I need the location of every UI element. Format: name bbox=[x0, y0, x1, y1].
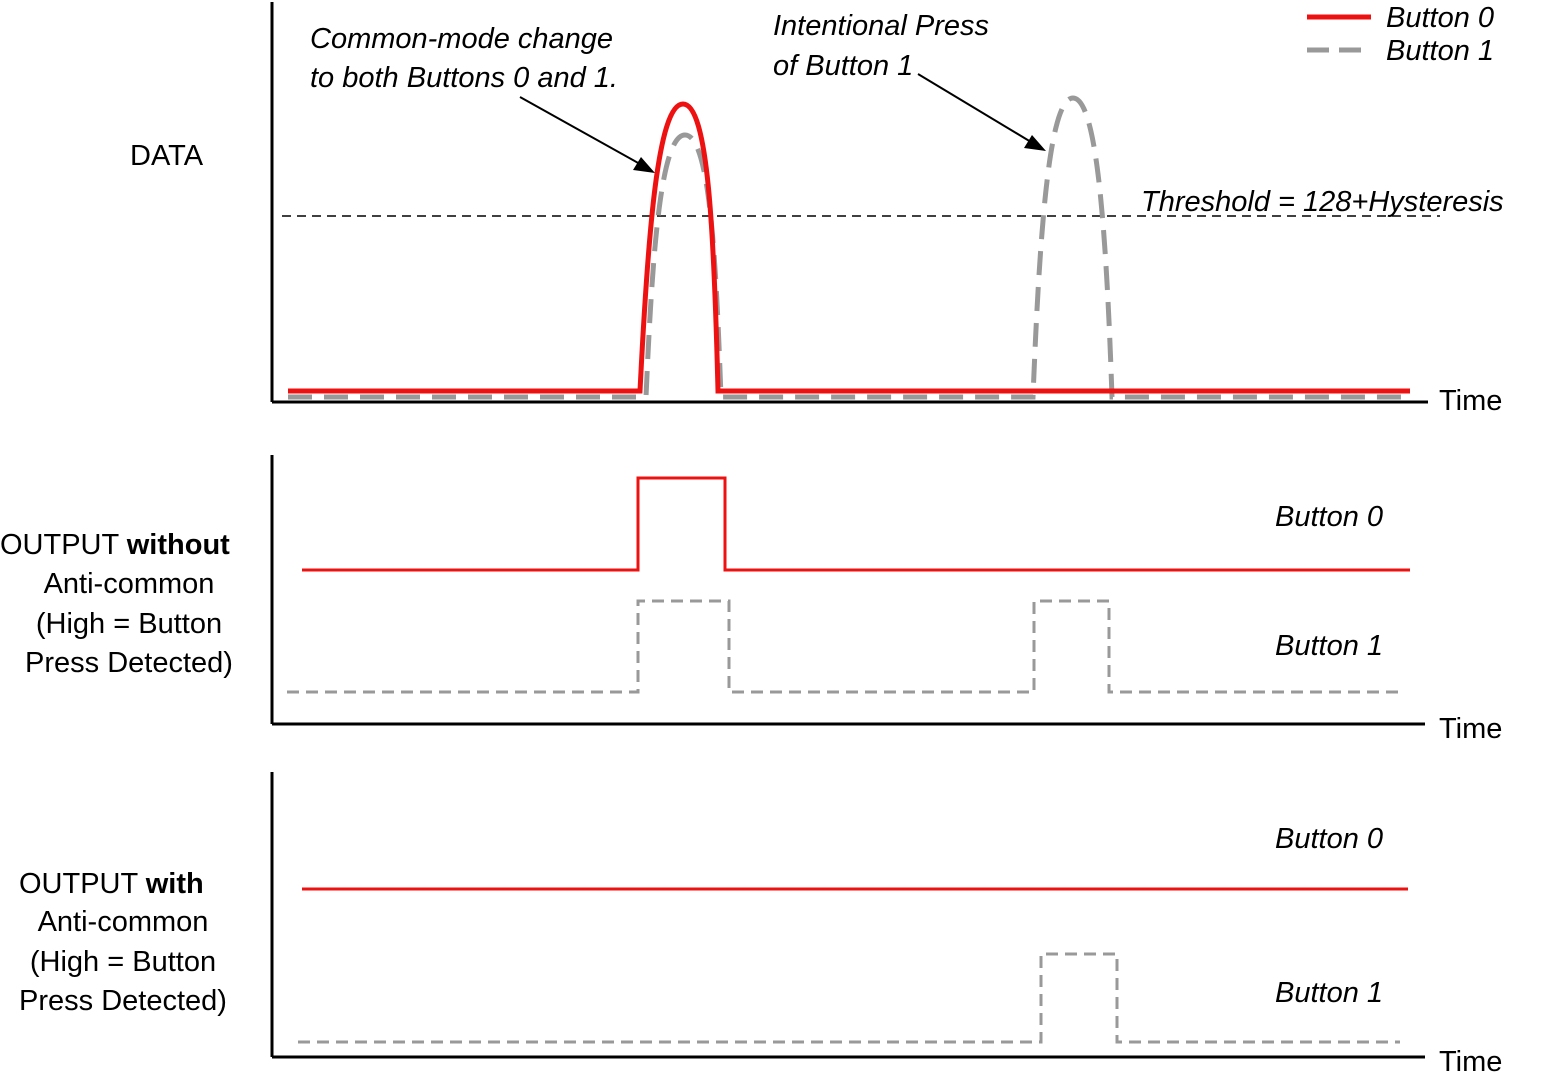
common-mode-arrowhead bbox=[633, 157, 655, 173]
output-with-panel: OUTPUT with Anti-common (High = Button P… bbox=[19, 772, 1502, 1073]
without-label-line-3: (High = Button bbox=[36, 608, 222, 640]
legend-button0-label: Button 0 bbox=[1386, 2, 1494, 34]
without-button1-trace bbox=[287, 599, 1398, 694]
with-button1-trace bbox=[298, 952, 1400, 1044]
with-label-line-1: OUTPUT with bbox=[19, 868, 204, 900]
intentional-press-annotation-line-2: of Button 1 bbox=[773, 50, 913, 82]
data-panel: DATA Common-mode change to both Buttons … bbox=[130, 2, 1504, 417]
without-button1-label: Button 1 bbox=[1275, 630, 1383, 662]
with-button0-label: Button 0 bbox=[1275, 823, 1383, 855]
with-label-prefix: OUTPUT bbox=[19, 868, 146, 900]
without-label-prefix: OUTPUT bbox=[0, 529, 127, 561]
common-mode-annotation-line-1: Common-mode change bbox=[310, 23, 613, 55]
legend: Button 0 Button 1 bbox=[1307, 2, 1494, 67]
intentional-arrow-line bbox=[917, 73, 1032, 143]
with-label-line-2: Anti-common bbox=[38, 906, 209, 938]
with-label-line-4: Press Detected) bbox=[19, 985, 227, 1017]
data-x-axis-label: Time bbox=[1439, 385, 1502, 417]
without-x-axis-label: Time bbox=[1439, 713, 1502, 745]
output-without-panel: OUTPUT without Anti-common (High = Butto… bbox=[0, 455, 1502, 745]
intentional-arrowhead bbox=[1024, 135, 1046, 151]
with-label-line-3: (High = Button bbox=[30, 946, 216, 978]
with-button1-label: Button 1 bbox=[1275, 977, 1383, 1009]
data-panel-label: DATA bbox=[130, 140, 204, 172]
intentional-press-annotation-line-1: Intentional Press bbox=[773, 10, 989, 42]
without-label-line-4: Press Detected) bbox=[25, 647, 233, 679]
common-mode-annotation-line-2: to both Buttons 0 and 1. bbox=[310, 62, 618, 94]
without-label-bold: without bbox=[126, 529, 230, 561]
without-label-line-2: Anti-common bbox=[44, 568, 215, 600]
threshold-label: Threshold = 128+Hysteresis bbox=[1141, 186, 1504, 218]
with-x-axis-label: Time bbox=[1439, 1046, 1502, 1073]
without-button0-label: Button 0 bbox=[1275, 501, 1383, 533]
data-button1-trace bbox=[288, 95, 1410, 400]
common-mode-arrow-line bbox=[519, 96, 641, 165]
without-button0-trace bbox=[302, 476, 1410, 572]
without-label-line-1: OUTPUT without bbox=[0, 529, 230, 561]
data-button0-trace bbox=[288, 101, 1410, 394]
legend-button1-label: Button 1 bbox=[1386, 35, 1494, 67]
with-label-bold: with bbox=[145, 868, 204, 900]
